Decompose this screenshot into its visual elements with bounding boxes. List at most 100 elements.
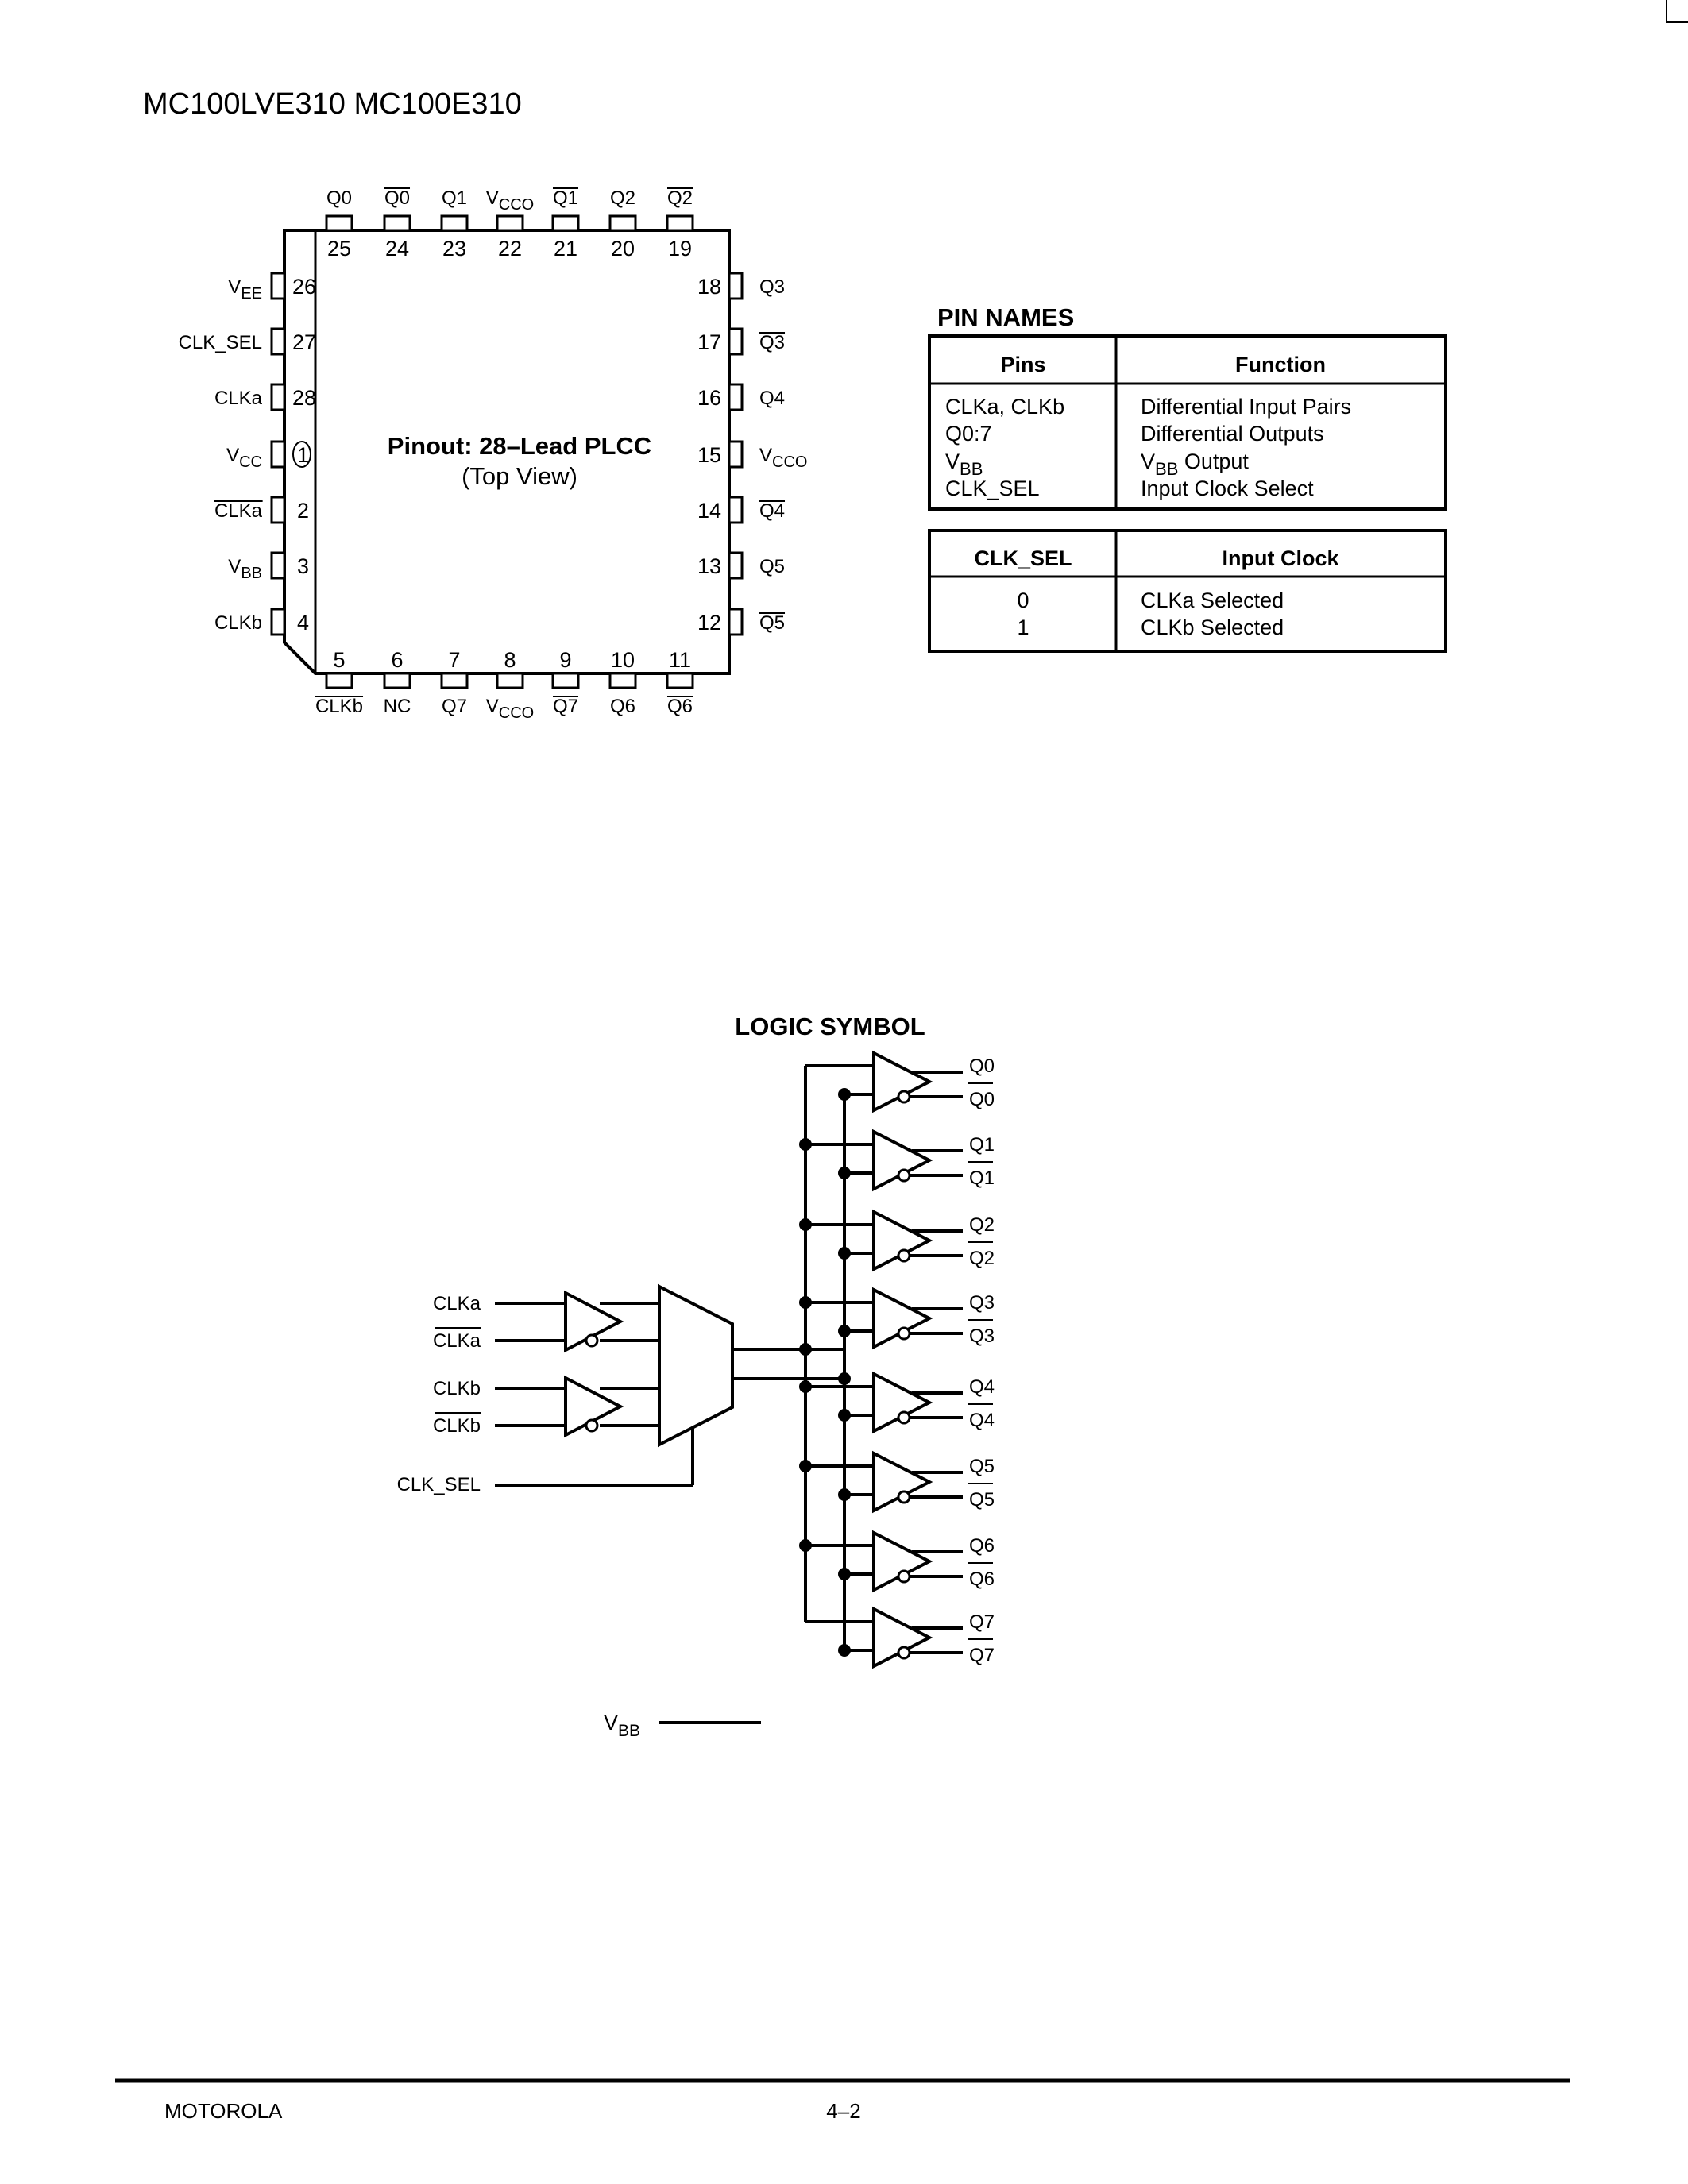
- pin-label-12: Q5: [759, 612, 785, 634]
- input-label-clka-bar: CLKa: [433, 1330, 481, 1352]
- pin-label-20: Q2: [610, 187, 635, 209]
- pin-label-25: Q0: [326, 187, 352, 209]
- pin-pad-9: [551, 672, 580, 689]
- pin-label-24: Q0: [384, 187, 410, 209]
- footer-page-number: 4–2: [826, 2099, 860, 2123]
- vbb-label: VBB: [604, 1711, 640, 1740]
- clock-row-1-sel: 1: [1017, 615, 1029, 639]
- pin-pad-3: [270, 551, 286, 580]
- pin-number: 26: [292, 275, 316, 299]
- output-label-q4: Q4: [969, 1376, 995, 1398]
- clk-sel-column-header: CLK_SEL: [974, 546, 1072, 570]
- pin-name-cell: VBB: [945, 450, 983, 479]
- inverting-output-bubble: [897, 1090, 911, 1104]
- inverting-output-bubble: [897, 1646, 911, 1660]
- pin-number: 9: [559, 648, 571, 672]
- inverting-output-bubble: [897, 1168, 911, 1183]
- pin-number: 22: [498, 237, 522, 260]
- pin-number: 16: [697, 386, 721, 410]
- pin-pad-21: [551, 214, 580, 232]
- output-label-q2-bar: Q2: [969, 1248, 995, 1269]
- junction-dot: [799, 1343, 812, 1356]
- input-label-clkb: CLKb: [433, 1378, 481, 1399]
- pin-pad-23: [440, 214, 469, 232]
- pin-label-17: Q3: [759, 332, 785, 353]
- pin-pad-19: [666, 214, 694, 232]
- pin-label-3: VBB: [228, 556, 262, 582]
- pin-label-18: Q3: [759, 276, 785, 298]
- pin-label-19: Q2: [667, 187, 693, 209]
- output-label-q6-bar: Q6: [969, 1569, 995, 1590]
- pin-number: 2: [297, 499, 309, 523]
- crop-mark: [1666, 0, 1688, 23]
- pinout-diagram: 25Q024Q023Q122VCCO21Q120Q219Q25CLKb6NC7Q…: [179, 187, 807, 722]
- junction-dot: [838, 1409, 851, 1422]
- pin-label-11: Q6: [667, 696, 693, 717]
- pin-label-2: CLKa: [214, 500, 263, 522]
- pin-number: 21: [554, 237, 577, 260]
- pin-number: 5: [333, 648, 345, 672]
- pin-pad-16: [728, 383, 744, 411]
- clock-select-mux: [658, 1283, 734, 1448]
- pin-layer: 25Q024Q023Q122VCCO21Q120Q219Q25CLKb6NC7Q…: [179, 187, 807, 722]
- output-label-q1-bar: Q1: [969, 1167, 995, 1189]
- junction-dot: [838, 1372, 851, 1385]
- pin-label-27: CLK_SEL: [179, 332, 262, 353]
- input-clock-column-header: Input Clock: [1223, 546, 1340, 570]
- pin-label-15: VCCO: [759, 445, 807, 471]
- pin-pad-26: [270, 272, 286, 300]
- output-label-q3: Q3: [969, 1292, 995, 1314]
- pin-name-cell: CLK_SEL: [945, 477, 1040, 500]
- pin-pad-15: [728, 440, 744, 469]
- pin-pad-28: [270, 383, 286, 411]
- pin-function-cell: Differential Input Pairs: [1141, 395, 1351, 419]
- output-label-q0-bar: Q0: [969, 1089, 995, 1110]
- pin-name-cell: Q0:7: [945, 422, 992, 446]
- pin-label-26: VEE: [228, 276, 262, 303]
- pin-label-23: Q1: [442, 187, 467, 209]
- junction-dot: [838, 1088, 851, 1101]
- pin-one-marker: [292, 441, 311, 468]
- pin-pad-10: [608, 672, 637, 689]
- pin-pad-25: [325, 214, 353, 232]
- pin-pad-24: [383, 214, 411, 232]
- output-label-q4-bar: Q4: [969, 1410, 995, 1431]
- pin-number: 18: [697, 275, 721, 299]
- input-label-clka: CLKa: [433, 1293, 481, 1314]
- output-label-q3-bar: Q3: [969, 1325, 995, 1347]
- junction-dot: [838, 1644, 851, 1657]
- junction-dot: [799, 1460, 812, 1472]
- pinout-subtitle: (Top View): [462, 462, 577, 490]
- pin-label-6: NC: [384, 696, 411, 717]
- clkb-buffer-bubble: [585, 1418, 599, 1433]
- pin-label-4: CLKb: [214, 612, 262, 634]
- pin-pad-13: [728, 551, 744, 580]
- pin-label-9: Q7: [553, 696, 578, 717]
- output-label-q1: Q1: [969, 1134, 995, 1156]
- junction-dot: [838, 1568, 851, 1580]
- pin-label-8: VCCO: [486, 696, 534, 722]
- pin-number: 15: [697, 443, 721, 467]
- pin-number: 24: [385, 237, 409, 260]
- pin-number: 10: [611, 648, 635, 672]
- pin-label-7: Q7: [442, 696, 467, 717]
- pin-pad-14: [728, 496, 744, 524]
- pin-label-10: Q6: [610, 696, 635, 717]
- pin-label-5: CLKb: [315, 696, 363, 717]
- junction-dot: [799, 1380, 812, 1393]
- clka-buffer-bubble: [585, 1333, 599, 1348]
- pin-number: 19: [668, 237, 692, 260]
- output-label-q0: Q0: [969, 1055, 995, 1077]
- pin-label-28: CLKa: [214, 388, 263, 409]
- inverting-output-bubble: [897, 1410, 911, 1425]
- inverting-output-bubble: [897, 1326, 911, 1341]
- pin-pad-12: [728, 608, 744, 636]
- output-label-q7-bar: Q7: [969, 1645, 995, 1666]
- pin-number: 1: [297, 443, 309, 467]
- function-column-header: Function: [1235, 353, 1326, 376]
- pin-pad-20: [608, 214, 637, 232]
- pin-number: 17: [697, 330, 721, 354]
- pin-pad-1: [270, 440, 286, 469]
